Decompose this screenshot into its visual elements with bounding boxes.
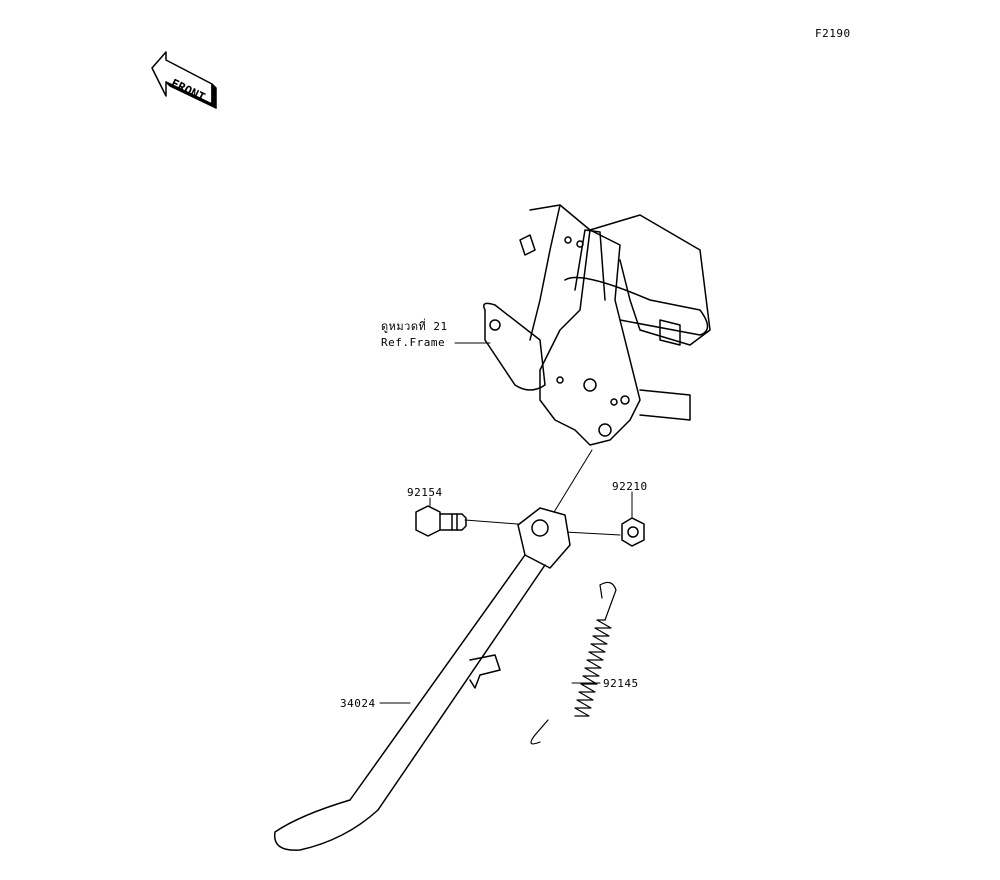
ref-thai-label: ดูหมวดที่ 21 (381, 320, 448, 333)
part-label-92145[interactable]: 92145 (603, 677, 639, 690)
ref-frame-label: Ref.Frame (381, 336, 446, 349)
spring-92145 (530, 581, 617, 745)
side-stand-34024 (273, 507, 571, 851)
nut-92210 (621, 517, 645, 547)
front-arrow-icon: FRONT (151, 51, 217, 109)
frame-bracket (483, 204, 711, 446)
part-label-92210[interactable]: 92210 (612, 480, 648, 493)
part-label-34024[interactable]: 34024 (340, 697, 376, 710)
bolt-92154 (415, 505, 467, 537)
diagram-id: F2190 (815, 27, 851, 40)
part-label-92154[interactable]: 92154 (407, 486, 443, 499)
